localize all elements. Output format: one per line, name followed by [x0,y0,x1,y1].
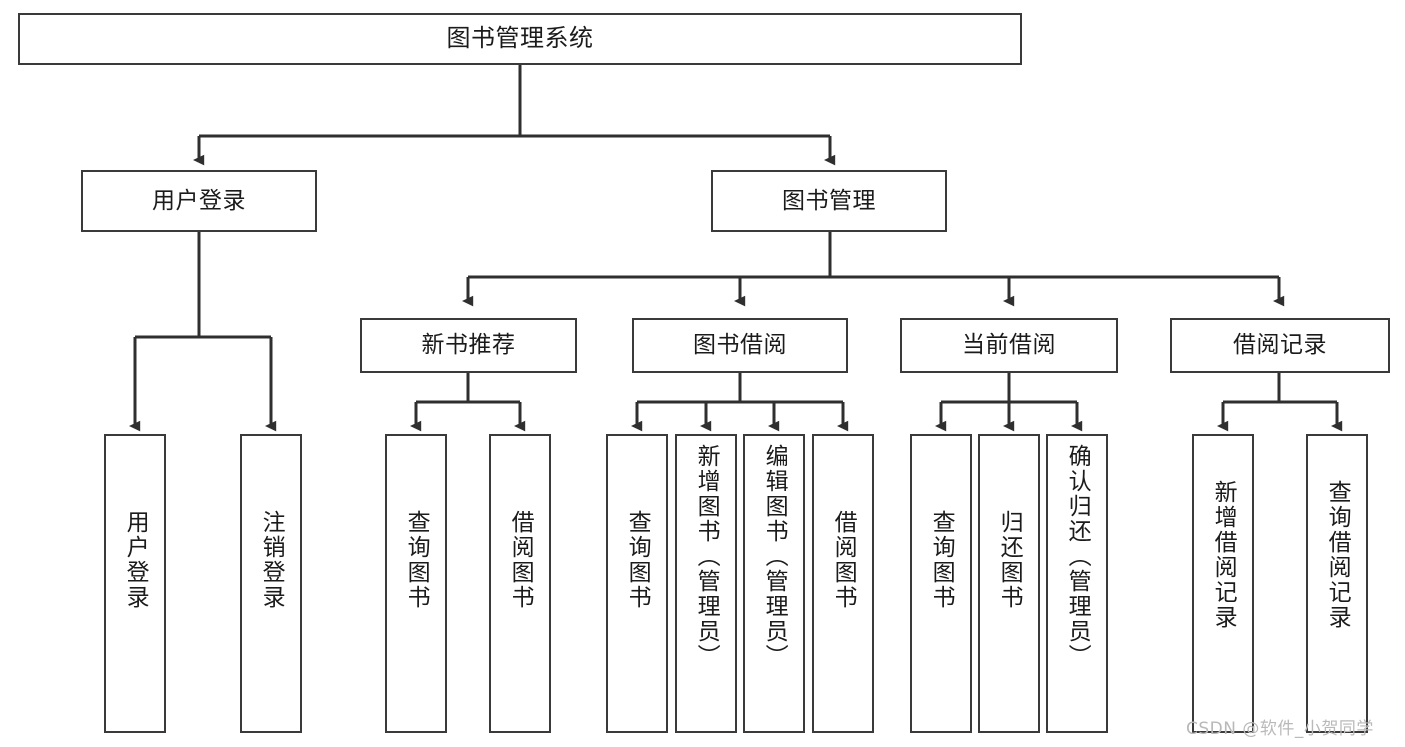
leaf-query-book-current[interactable]: 查询图书 [910,434,972,733]
leaf-edit-book[interactable]: 编辑图书（管理员） [743,434,805,733]
node-current-borrow[interactable]: 当前借阅 [900,318,1118,373]
node-root-system[interactable]: 图书管理系统 [18,13,1022,65]
leaf-query-book-newbook[interactable]: 查询图书 [385,434,447,733]
leaf-borrow-book-bookborrow[interactable]: 借阅图书 [812,434,874,733]
node-label: 借阅图书 [507,510,534,610]
node-label: 当前借阅 [962,332,1056,359]
node-label: 查询借阅记录 [1324,480,1351,630]
leaf-user-login[interactable]: 用户登录 [104,434,166,733]
leaf-return-book[interactable]: 归还图书 [978,434,1040,733]
node-label: 图书管理系统 [446,24,594,53]
leaf-query-borrow-record[interactable]: 查询借阅记录 [1306,434,1368,733]
node-label: 查询图书 [928,510,955,610]
node-label: 新增借阅记录 [1210,480,1237,630]
leaf-query-book-bookborrow[interactable]: 查询图书 [606,434,668,733]
leaf-borrow-book-newbook[interactable]: 借阅图书 [489,434,551,733]
leaf-add-borrow-record[interactable]: 新增借阅记录 [1192,434,1254,733]
leaf-logout-login[interactable]: 注销登录 [240,434,302,733]
node-book-manage[interactable]: 图书管理 [711,170,947,232]
node-label: 确认归还（管理员） [1064,444,1091,669]
node-label: 新增图书（管理员） [693,444,720,669]
node-label: 查询图书 [624,510,651,610]
node-label: 用户登录 [122,510,149,610]
node-label: 新书推荐 [421,332,516,359]
node-new-book-recommend[interactable]: 新书推荐 [360,318,577,373]
node-user-login[interactable]: 用户登录 [81,170,317,232]
node-label: 归还图书 [996,510,1023,610]
node-label: 借阅图书 [830,510,857,610]
leaf-add-book[interactable]: 新增图书（管理员） [675,434,737,733]
watermark-text: CSDN @软件_小贺同学 [1186,719,1374,739]
node-label: 用户登录 [152,187,246,214]
leaf-confirm-return[interactable]: 确认归还（管理员） [1046,434,1108,733]
node-label: 图书管理 [782,187,876,214]
node-borrow-record[interactable]: 借阅记录 [1170,318,1390,373]
node-label: 借阅记录 [1233,332,1327,359]
node-label: 编辑图书（管理员） [761,444,788,669]
node-label: 注销登录 [258,510,285,610]
node-label: 查询图书 [403,510,430,610]
node-label: 图书借阅 [693,332,787,359]
node-book-borrow[interactable]: 图书借阅 [632,318,848,373]
